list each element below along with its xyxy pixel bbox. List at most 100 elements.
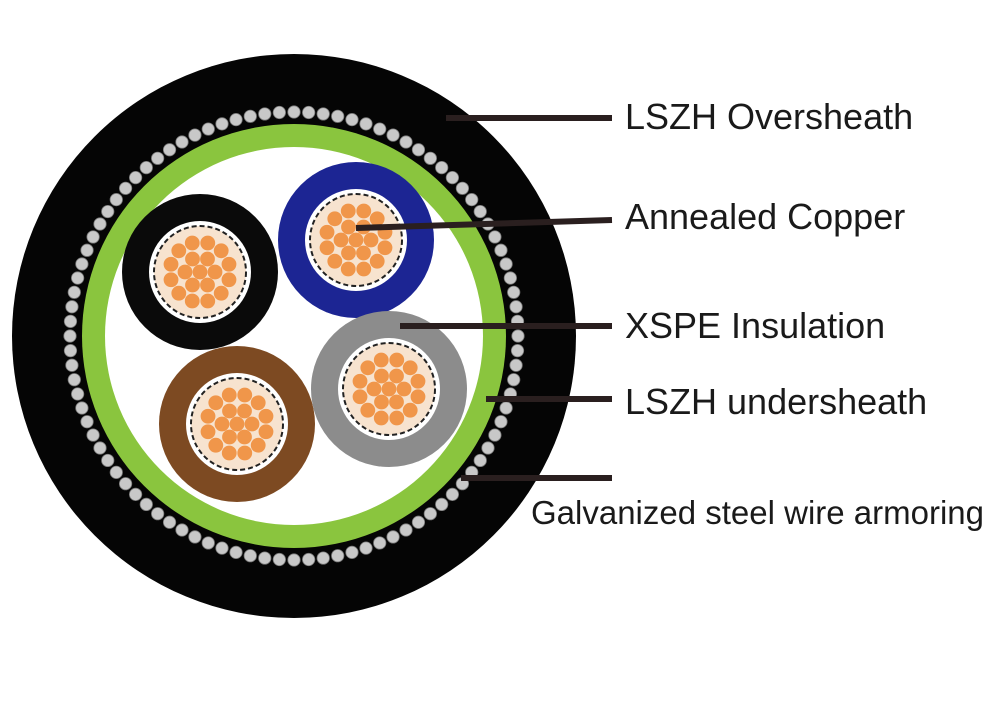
armor-wire bbox=[188, 530, 202, 544]
armor-wire bbox=[215, 117, 229, 131]
armor-wire bbox=[386, 530, 400, 544]
armor-wire bbox=[331, 549, 345, 563]
copper-strand bbox=[410, 389, 426, 405]
copper-strand bbox=[389, 394, 404, 410]
copper-strand bbox=[356, 261, 372, 277]
armor-wire bbox=[243, 109, 257, 123]
core-blue bbox=[278, 162, 434, 318]
armor-wire bbox=[93, 441, 107, 455]
armor-wire bbox=[272, 552, 286, 567]
copper-strand bbox=[222, 429, 237, 445]
copper-strand bbox=[171, 243, 187, 259]
copper-strand bbox=[250, 437, 266, 453]
armor-wire bbox=[229, 545, 243, 559]
copper-strand bbox=[213, 285, 229, 301]
leader-line-copper bbox=[355, 217, 613, 231]
copper-strand bbox=[184, 235, 200, 251]
armor-wire bbox=[359, 117, 373, 131]
armor-wire bbox=[188, 128, 202, 142]
copper-strand bbox=[352, 389, 368, 405]
copper-strand bbox=[200, 251, 215, 267]
armor-wire bbox=[93, 217, 107, 231]
steel-wire-armor-ring bbox=[63, 105, 525, 567]
copper-strand bbox=[356, 245, 371, 261]
armor-wire bbox=[473, 453, 487, 468]
copper-strand bbox=[340, 261, 356, 277]
armor-wire bbox=[229, 113, 243, 127]
armor-wire bbox=[445, 171, 459, 185]
copper-strand bbox=[163, 256, 179, 272]
armor-wire bbox=[86, 428, 100, 442]
armor-wire bbox=[139, 497, 153, 512]
armor-wire bbox=[302, 552, 316, 567]
copper-strand bbox=[250, 395, 266, 411]
copper-strand bbox=[374, 368, 389, 384]
armor-wire bbox=[65, 358, 79, 372]
copper-strand bbox=[366, 381, 382, 397]
armor-wire bbox=[455, 181, 470, 195]
armor-wire bbox=[494, 415, 508, 429]
armor-wire bbox=[510, 344, 525, 358]
armor-wire bbox=[129, 171, 143, 185]
core-black bbox=[122, 194, 278, 350]
copper-strand bbox=[258, 424, 274, 440]
copper-strand bbox=[327, 253, 343, 269]
armor-wire bbox=[399, 523, 413, 537]
armor-wire bbox=[507, 373, 521, 387]
armor-wire bbox=[118, 477, 133, 491]
armor-wire bbox=[499, 401, 513, 415]
copper-strand bbox=[258, 408, 274, 424]
copper-strand bbox=[237, 429, 252, 445]
copper-strand bbox=[373, 410, 389, 426]
copper-strand bbox=[369, 211, 385, 227]
copper-strand bbox=[410, 373, 426, 389]
armor-wire bbox=[287, 105, 301, 119]
armor-wire bbox=[118, 181, 133, 195]
copper-strand bbox=[389, 352, 405, 368]
armor-wire bbox=[109, 193, 123, 207]
armor-wire bbox=[423, 151, 437, 165]
armor-wire bbox=[151, 151, 165, 165]
core-brown bbox=[159, 346, 315, 502]
armor-wire bbox=[445, 487, 459, 501]
copper-strand bbox=[402, 402, 418, 418]
copper-strand bbox=[402, 360, 418, 376]
armor-wire bbox=[287, 553, 301, 567]
copper-strand bbox=[192, 264, 208, 280]
copper-strand bbox=[208, 437, 224, 453]
copper-strand bbox=[389, 368, 404, 384]
copper-strand bbox=[177, 264, 193, 280]
copper-strand bbox=[356, 203, 372, 219]
copper-strand bbox=[221, 256, 237, 272]
copper-strand bbox=[381, 381, 397, 397]
armor-wire bbox=[331, 109, 345, 123]
armor-wire bbox=[80, 415, 94, 429]
copper-strand bbox=[373, 352, 389, 368]
armor-wire bbox=[509, 358, 523, 372]
armor-wire bbox=[345, 113, 359, 127]
armor-wire bbox=[359, 541, 373, 555]
armor-wire bbox=[80, 243, 94, 257]
armor-wire bbox=[175, 135, 189, 149]
leader-lines bbox=[355, 115, 613, 481]
copper-strand bbox=[369, 253, 385, 269]
copper-strand bbox=[213, 243, 229, 259]
copper-strand bbox=[237, 445, 253, 461]
armor-wire bbox=[63, 314, 78, 328]
armor-wire bbox=[465, 193, 479, 207]
armor-wire bbox=[65, 300, 79, 314]
armor-wire bbox=[71, 387, 85, 401]
armor-wire bbox=[373, 122, 387, 136]
copper-strand bbox=[185, 251, 200, 267]
copper-strand bbox=[184, 293, 200, 309]
armor-wire bbox=[488, 230, 502, 244]
armor-wire bbox=[201, 122, 215, 136]
armor-wire bbox=[258, 551, 272, 565]
armor-wire bbox=[411, 515, 426, 529]
copper-strand bbox=[389, 410, 405, 426]
copper-strand bbox=[208, 395, 224, 411]
label-annealed-copper: Annealed Copper bbox=[625, 196, 905, 237]
copper-strand bbox=[229, 416, 245, 432]
copper-strand bbox=[360, 360, 376, 376]
